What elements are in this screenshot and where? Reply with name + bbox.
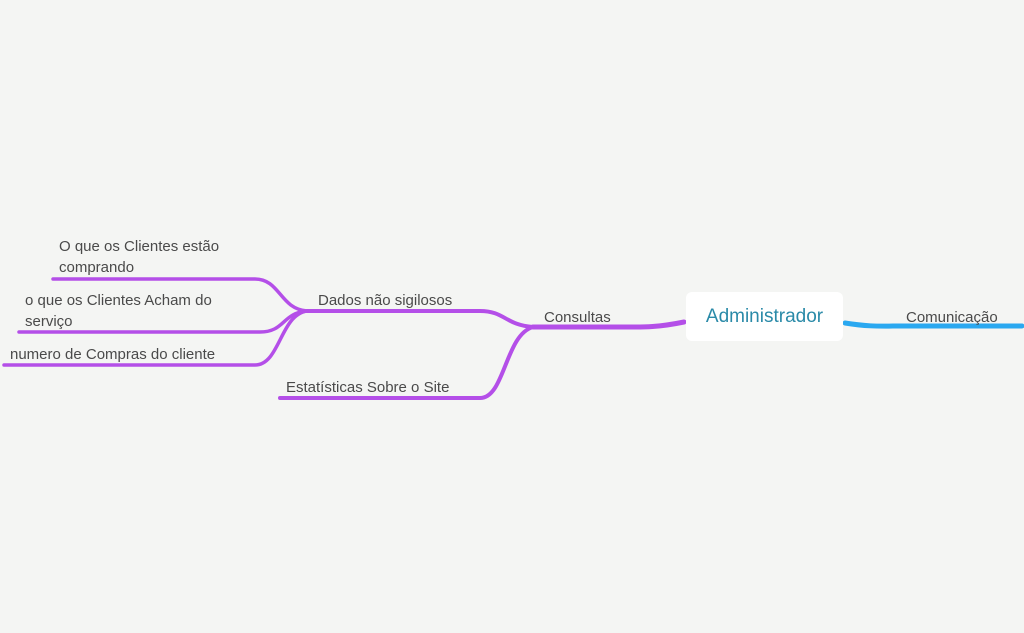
node-consultas[interactable]: Consultas — [544, 309, 611, 326]
branch-estatisticas — [278, 325, 535, 400]
root-node-administrador[interactable]: Administrador — [686, 292, 843, 341]
branch-consultas — [530, 319, 687, 330]
node-dados-nao-sigilosos[interactable]: Dados não sigilosos — [318, 292, 453, 309]
node-o-que-os-clientes-acham-do-servico[interactable]: o que os Clientes Acham do serviço — [25, 292, 212, 330]
node-estatisticas-sobre-o-site[interactable]: Estatísticas Sobre o Site — [286, 379, 450, 396]
node-comunicacao[interactable]: Comunicação — [906, 309, 998, 326]
node-numero-de-compras-do-cliente[interactable]: numero de Compras do cliente — [10, 346, 216, 363]
root-node-label: Administrador — [705, 305, 824, 327]
branch-leaf3 — [2, 309, 309, 367]
branch-comunicacao — [842, 320, 1024, 329]
node-o-que-os-clientes-estao-comprando[interactable]: O que os Clientes estão comprando — [59, 238, 220, 276]
branch-leaf1 — [51, 277, 309, 313]
branch-dados — [305, 309, 535, 329]
